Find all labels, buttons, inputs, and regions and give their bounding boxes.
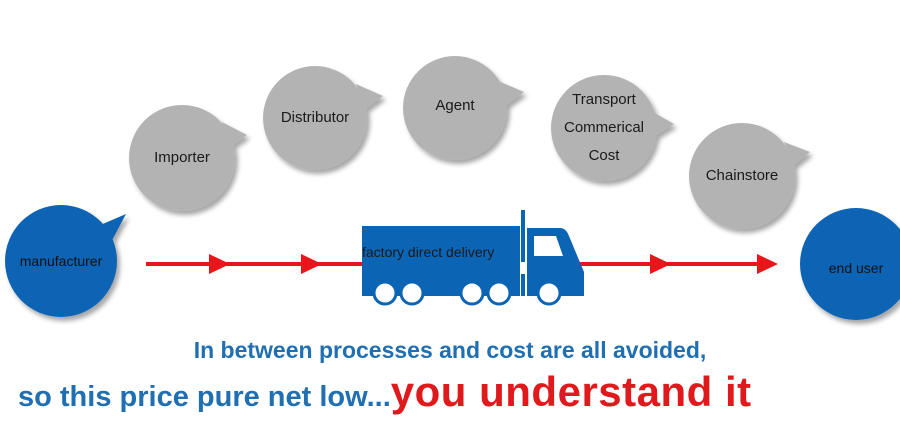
label-transport-line1: Transport bbox=[572, 91, 636, 108]
caption-line2: so this price pure net low...you underst… bbox=[18, 368, 900, 416]
label-end-user: end user bbox=[828, 260, 884, 276]
bubble-chainstore bbox=[689, 123, 810, 229]
label-agent: Agent bbox=[435, 97, 475, 114]
bubble-manufacturer bbox=[5, 205, 126, 317]
label-chainstore: Chainstore bbox=[705, 167, 779, 184]
bubble-importer bbox=[129, 105, 247, 211]
label-distributor: Distributor bbox=[280, 109, 350, 126]
bubble-agent bbox=[403, 56, 524, 160]
delivery-arrow bbox=[146, 254, 778, 274]
truck-label: factory direct delivery bbox=[362, 244, 495, 260]
caption-line2-red: you understand it bbox=[390, 368, 752, 415]
label-manufacturer: manufacturer bbox=[19, 253, 103, 269]
label-transport-line3: Cost bbox=[588, 147, 620, 164]
label-importer: Importer bbox=[154, 149, 210, 166]
label-transport-line2: Commerical bbox=[563, 119, 644, 136]
caption-line2-blue: so this price pure net low... bbox=[18, 381, 391, 413]
bubble-end-user bbox=[800, 208, 900, 320]
truck-icon bbox=[362, 210, 584, 306]
bubble-distributor bbox=[263, 66, 383, 170]
caption-line1: In between processes and cost are all av… bbox=[193, 337, 707, 363]
bubble-transport bbox=[551, 75, 674, 181]
label-transport: Transport Commerical Cost bbox=[551, 75, 657, 181]
